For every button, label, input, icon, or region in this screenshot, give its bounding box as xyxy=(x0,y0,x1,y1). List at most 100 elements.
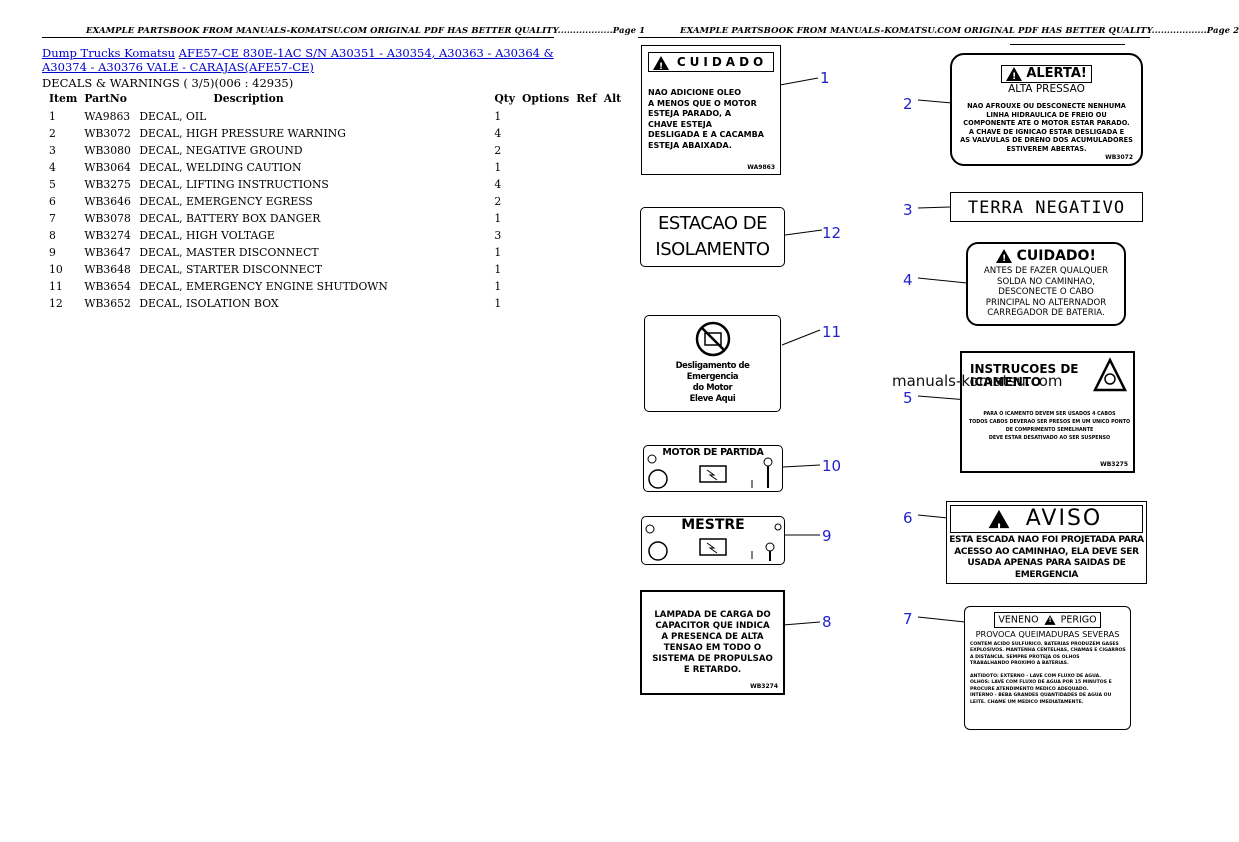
decal-welding-caution-title: CUIDADO! xyxy=(1016,248,1096,264)
row-item: 11 xyxy=(49,280,63,293)
row-item: 8 xyxy=(49,229,56,242)
row-description: DECAL, WELDING CAUTION xyxy=(139,161,302,174)
row-item: 6 xyxy=(49,195,56,208)
header-rule-right xyxy=(638,37,1150,38)
decal-oil-title: CUIDADO xyxy=(676,55,768,69)
row-qty: 1 xyxy=(494,246,502,259)
row-partno: WB3274 xyxy=(84,229,131,242)
breadcrumb-link-model[interactable]: AFE57-CE 830E-1AC S/N A30351 - A30354, A… xyxy=(42,46,554,74)
decal-welding-caution-title-row: CUIDADO! xyxy=(968,248,1124,267)
breadcrumb-link-dump-trucks[interactable]: Dump Trucks Komatsu xyxy=(42,46,175,60)
hazard-triangle-icon xyxy=(1092,357,1128,392)
row-qty: 2 xyxy=(494,195,502,208)
decal-oil-body: NAO ADICIONE OLEO A MENOS QUE O MOTOR ES… xyxy=(648,88,764,150)
decal-high-voltage-body: LAMPADA DE CARGA DO CAPACITOR QUE INDICA… xyxy=(652,610,773,675)
callout-8: 8 xyxy=(822,613,832,631)
row-description: DECAL, LIFTING INSTRUCTIONS xyxy=(139,178,329,191)
decal-negative-ground-title: TERRA NEGATIVO xyxy=(967,198,1126,218)
decal-oil: CUIDADO NAO ADICIONE OLEO A MENOS QUE O … xyxy=(641,45,781,175)
decal-high-pressure-body: NAO AFROUXE OU DESCONECTE NENHUMA LINHA … xyxy=(960,102,1133,153)
col-item: Item xyxy=(49,91,78,105)
row-qty: 1 xyxy=(494,110,502,123)
row-description: DECAL, ISOLATION BOX xyxy=(139,297,279,310)
row-partno: WB3072 xyxy=(84,127,131,140)
row-description: DECAL, OIL xyxy=(139,110,207,123)
col-partno: PartNo xyxy=(84,91,127,105)
decal-isolation-title: ESTACAO DE ISOLAMENTO xyxy=(655,213,770,260)
col-description: Description xyxy=(213,91,284,105)
decal-master-title: MESTRE xyxy=(681,517,745,533)
parts-table: Item PartNo Description Qty Options Ref … xyxy=(46,91,625,312)
decal-lifting-code: WB3275 xyxy=(1100,461,1128,468)
row-partno: WB3652 xyxy=(84,297,131,310)
header-rule-left xyxy=(42,37,554,38)
row-description: DECAL, EMERGENCY EGRESS xyxy=(139,195,313,208)
decal-egress-title: AVISO xyxy=(1025,506,1103,531)
row-item: 12 xyxy=(49,297,63,310)
decal-oil-title-box: CUIDADO xyxy=(648,52,774,76)
decal-high-pressure-title-box: ALERTA! xyxy=(1001,65,1092,85)
warning-triangle-icon xyxy=(1044,615,1056,625)
callout-5: 5 xyxy=(903,389,913,407)
row-item: 1 xyxy=(49,110,56,123)
row-item: 3 xyxy=(49,144,56,157)
decal-master-disconnect: MESTRE xyxy=(641,516,785,565)
callout-10: 10 xyxy=(822,457,842,475)
header-rule-right-short xyxy=(1010,44,1125,45)
battery-disconnect-icon xyxy=(647,454,773,489)
row-qty: 1 xyxy=(494,212,502,225)
callout-12: 12 xyxy=(822,224,842,242)
decal-lifting-title: INSTRUCOES DE ICAMENTO xyxy=(970,362,1079,389)
row-partno: WA9863 xyxy=(84,110,131,123)
table-row: 1 WA9863 DECAL, OIL 1 xyxy=(46,108,625,125)
decal-starter-disconnect: MOTOR DE PARTIDA xyxy=(643,445,783,492)
decal-battery-title-box: VENENO PERIGO xyxy=(994,612,1101,628)
callout-leader-lines xyxy=(779,77,969,626)
decal-welding-caution: CUIDADO! ANTES DE FAZER QUALQUER SOLDA N… xyxy=(966,242,1126,326)
warning-triangle-icon xyxy=(988,509,1010,546)
engine-shutdown-icon xyxy=(695,321,730,357)
callout-6: 6 xyxy=(903,509,913,527)
table-header-row: Item PartNo Description Qty Options Ref … xyxy=(46,91,625,108)
decal-battery-body: CONTEM ACIDO SULFURICO. BATERIAS PRODUZE… xyxy=(970,642,1126,705)
row-item: 7 xyxy=(49,212,56,225)
row-description: DECAL, BATTERY BOX DANGER xyxy=(139,212,321,225)
decal-high-pressure-title: ALERTA! xyxy=(1026,66,1087,81)
callout-9: 9 xyxy=(822,527,832,545)
decal-emergency-shutdown: Desligamento de Emergencia do Motor Elev… xyxy=(644,315,781,412)
decal-egress-body: ESTA ESCADA NAO FOI PROJETADA PARA ACESS… xyxy=(949,535,1144,580)
decal-battery-title-danger: PERIGO xyxy=(1060,614,1097,626)
page-header-left: EXAMPLE PARTSBOOK FROM MANUALS-KOMATSU.C… xyxy=(86,26,646,36)
callout-1: 1 xyxy=(820,69,830,87)
decal-negative-ground: TERRA NEGATIVO xyxy=(950,192,1143,222)
row-description: DECAL, EMERGENCY ENGINE SHUTDOWN xyxy=(139,280,388,293)
warning-triangle-icon xyxy=(1006,66,1023,85)
row-qty: 1 xyxy=(494,280,502,293)
row-qty: 3 xyxy=(494,229,502,242)
col-ref: Ref xyxy=(576,91,597,105)
row-partno: WB3648 xyxy=(84,263,131,276)
decal-battery-subtitle: PROVOCA QUEIMADURAS SEVERAS xyxy=(975,629,1120,639)
row-item: 5 xyxy=(49,178,56,191)
row-partno: WB3064 xyxy=(84,161,131,174)
row-qty: 2 xyxy=(494,144,502,157)
decal-battery-title-poison: VENENO xyxy=(998,614,1039,626)
col-qty: Qty xyxy=(494,91,516,105)
row-qty: 1 xyxy=(494,263,502,276)
row-partno: WB3275 xyxy=(84,178,131,191)
decal-high-pressure-code: WB3072 xyxy=(1105,154,1133,161)
row-item: 9 xyxy=(49,246,56,259)
callout-4: 4 xyxy=(903,271,913,289)
row-description: DECAL, NEGATIVE GROUND xyxy=(139,144,303,157)
row-item: 2 xyxy=(49,127,56,140)
col-options: Options xyxy=(522,91,570,105)
callout-7: 7 xyxy=(903,610,913,628)
